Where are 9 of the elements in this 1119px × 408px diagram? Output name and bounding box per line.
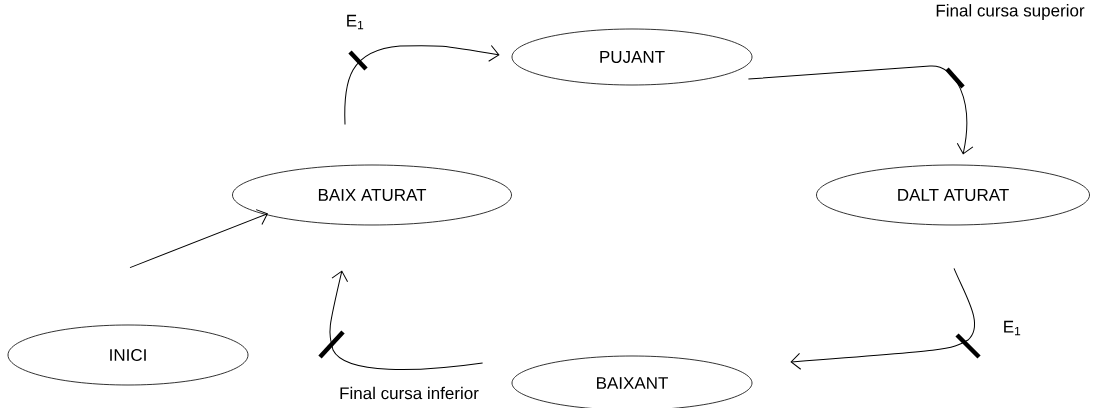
transition-arrow <box>790 267 976 370</box>
transition-label: E$_{1}$ <box>347 14 364 30</box>
transition-arrow <box>747 65 974 155</box>
transition-arrow <box>344 45 500 126</box>
transition-label: E$_{1}$ <box>1004 320 1021 336</box>
transition-arrow <box>129 209 268 269</box>
transition-arrow <box>329 270 484 371</box>
transition-label: Final cursa inferior <box>340 386 479 400</box>
transition-label: Final cursa superior <box>936 4 1085 20</box>
